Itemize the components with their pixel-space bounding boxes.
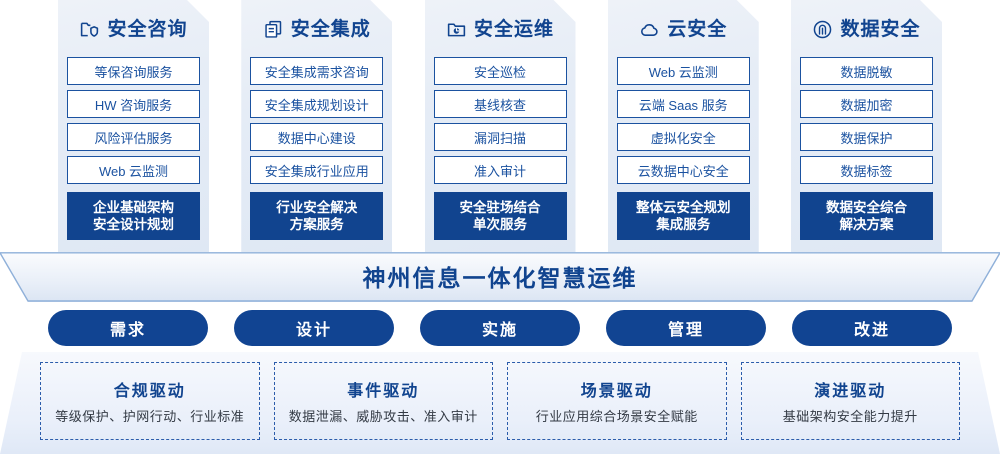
- service-item[interactable]: 数据标签: [800, 156, 933, 184]
- service-item[interactable]: Web 云监测: [67, 156, 200, 184]
- driver-title: 合规驱动: [113, 383, 186, 400]
- service-item[interactable]: HW 咨询服务: [67, 90, 200, 118]
- phase-pill-requirement[interactable]: 需求: [48, 310, 208, 346]
- service-item[interactable]: 云数据中心安全: [617, 156, 750, 184]
- fingerprint-icon: [812, 19, 833, 40]
- service-item[interactable]: Web 云监测: [617, 57, 750, 85]
- footer-line-1: 企业基础架构: [93, 200, 174, 215]
- footer-line-1: 行业安全解决: [276, 200, 358, 215]
- footer-line-2: 解决方案: [839, 217, 894, 232]
- driver-card-incident[interactable]: 事件驱动 数据泄漏、威胁攻击、准入审计: [273, 362, 493, 440]
- driver-subtitle: 行业应用综合场景安全赋能: [535, 409, 698, 424]
- service-item[interactable]: 数据保护: [800, 123, 933, 151]
- service-item[interactable]: 漏洞扫描: [434, 123, 567, 151]
- card-header: 数据安全: [800, 10, 933, 48]
- pillar-title: 数据安全: [840, 18, 921, 40]
- footer-line-2: 集成服务: [656, 217, 711, 232]
- pillar-footer-highlight[interactable]: 安全驻场结合 单次服务: [434, 192, 567, 240]
- footer-line-2: 安全设计规划: [93, 217, 174, 232]
- service-item[interactable]: 数据脱敏: [800, 57, 933, 85]
- stacked-documents-icon: [263, 19, 284, 40]
- footer-line-2: 单次服务: [473, 217, 527, 232]
- phase-pill-design[interactable]: 设计: [234, 310, 394, 346]
- driver-title: 场景驱动: [580, 383, 653, 400]
- driver-title: 演进驱动: [814, 383, 887, 400]
- card-header: 安全咨询: [67, 10, 200, 48]
- pillar-footer-highlight[interactable]: 行业安全解决 方案服务: [250, 192, 383, 240]
- pillar-title: 安全运维: [473, 18, 554, 40]
- folder-chart-icon: [446, 19, 467, 40]
- folder-shield-icon: [79, 19, 100, 40]
- pillar-card-security-consulting[interactable]: 安全咨询 等保咨询服务 HW 咨询服务 风险评估服务 Web 云监测 企业基础架…: [58, 0, 209, 252]
- footer-line-1: 整体云安全规划: [636, 200, 731, 215]
- pillar-title: 安全集成: [290, 18, 371, 40]
- service-item[interactable]: 安全集成规划设计: [250, 90, 383, 118]
- phase-pill-management[interactable]: 管理: [606, 310, 766, 346]
- platform-banner: 神州信息一体化智慧运维: [0, 252, 1000, 302]
- pillar-card-row: 安全咨询 等保咨询服务 HW 咨询服务 风险评估服务 Web 云监测 企业基础架…: [0, 0, 1000, 252]
- driver-subtitle: 数据泄漏、威胁攻击、准入审计: [288, 409, 478, 424]
- service-item[interactable]: 风险评估服务: [67, 123, 200, 151]
- phase-pill-row: 需求 设计 实施 管理 改进: [0, 310, 1000, 346]
- phase-pill-implementation[interactable]: 实施: [420, 310, 580, 346]
- card-header: 安全运维: [434, 10, 567, 48]
- service-item[interactable]: 准入审计: [434, 156, 567, 184]
- driver-title: 事件驱动: [347, 383, 420, 400]
- service-item[interactable]: 安全集成行业应用: [250, 156, 383, 184]
- driver-subtitle: 等级保护、护网行动、行业标准: [55, 409, 245, 424]
- service-item[interactable]: 等保咨询服务: [67, 57, 200, 85]
- card-header: 安全集成: [250, 10, 383, 48]
- driver-subtitle: 基础架构安全能力提升: [782, 409, 918, 424]
- service-item[interactable]: 安全巡检: [434, 57, 567, 85]
- pillar-footer-highlight[interactable]: 数据安全综合 解决方案: [800, 192, 933, 240]
- drivers-row: 合规驱动 等级保护、护网行动、行业标准 事件驱动 数据泄漏、威胁攻击、准入审计 …: [0, 352, 1000, 454]
- phase-pill-improvement[interactable]: 改进: [792, 310, 952, 346]
- driver-card-scenario[interactable]: 场景驱动 行业应用综合场景安全赋能: [507, 362, 727, 440]
- driver-card-compliance[interactable]: 合规驱动 等级保护、护网行动、行业标准: [40, 362, 260, 440]
- footer-line-2: 方案服务: [289, 217, 344, 232]
- pillar-card-security-operations[interactable]: 安全运维 安全巡检 基线核查 漏洞扫描 准入审计 安全驻场结合 单次服务: [425, 0, 576, 252]
- drivers-panel: [0, 352, 1000, 454]
- driver-card-evolution[interactable]: 演进驱动 基础架构安全能力提升: [740, 362, 960, 440]
- service-item[interactable]: 数据中心建设: [250, 123, 383, 151]
- service-item[interactable]: 虚拟化安全: [617, 123, 750, 151]
- cloud-icon: [639, 19, 660, 40]
- service-item[interactable]: 数据加密: [800, 90, 933, 118]
- pillar-footer-highlight[interactable]: 整体云安全规划 集成服务: [617, 192, 750, 240]
- pillar-card-cloud-security[interactable]: 云安全 Web 云监测 云端 Saas 服务 虚拟化安全 云数据中心安全 整体云…: [608, 0, 759, 252]
- service-item[interactable]: 云端 Saas 服务: [617, 90, 750, 118]
- card-header: 云安全: [617, 10, 750, 48]
- service-item[interactable]: 安全集成需求咨询: [250, 57, 383, 85]
- service-item[interactable]: 基线核查: [434, 90, 567, 118]
- footer-line-1: 安全驻场结合: [459, 200, 541, 215]
- pillar-card-data-security[interactable]: 数据安全 数据脱敏 数据加密 数据保护 数据标签 数据安全综合 解决方案: [791, 0, 942, 252]
- pillar-title: 云安全: [667, 18, 728, 40]
- pillar-card-security-integration[interactable]: 安全集成 安全集成需求咨询 安全集成规划设计 数据中心建设 安全集成行业应用 行…: [241, 0, 392, 252]
- footer-line-1: 数据安全综合: [826, 200, 907, 215]
- platform-banner-title: 神州信息一体化智慧运维: [362, 265, 638, 291]
- pillar-title: 安全咨询: [107, 18, 188, 40]
- pillar-footer-highlight[interactable]: 企业基础架构 安全设计规划: [67, 192, 200, 240]
